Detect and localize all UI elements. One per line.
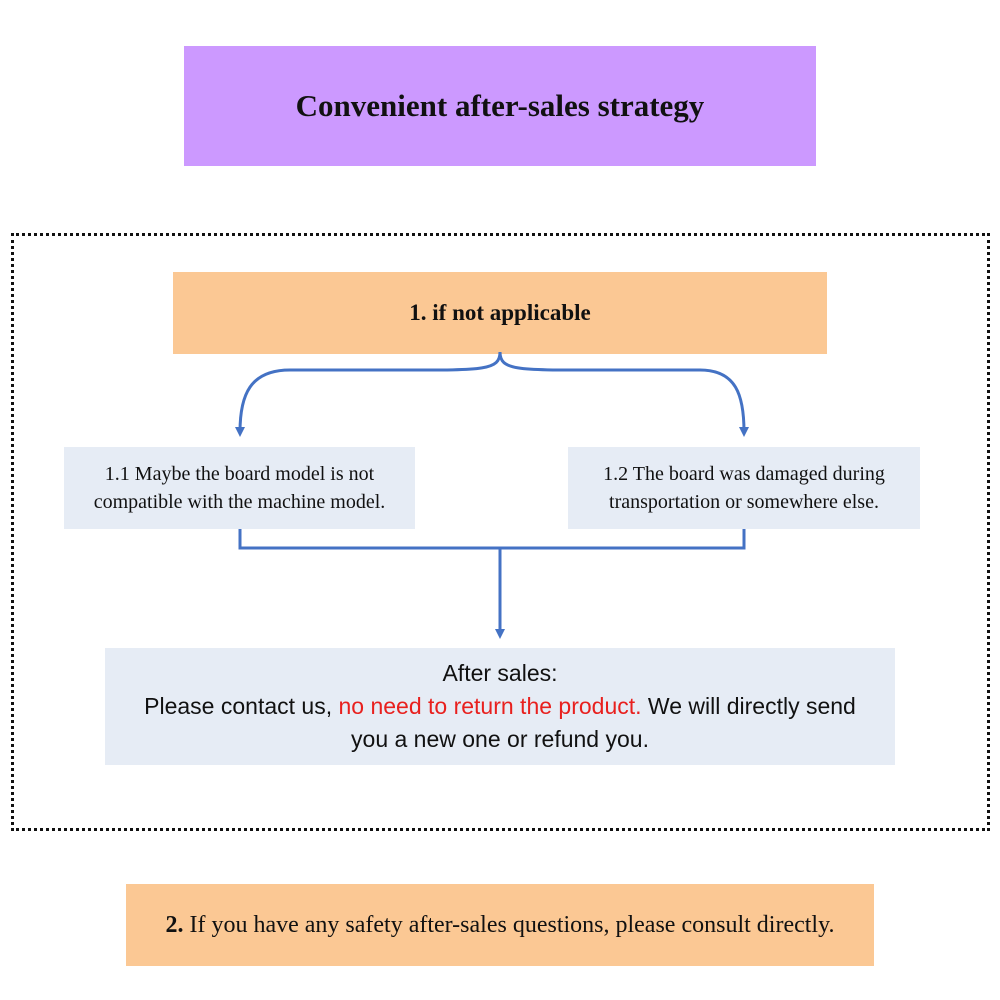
case-incompatible-line1: 1.1 Maybe the board model is not xyxy=(104,463,375,485)
case-damaged-line2: transportation or somewhere else. xyxy=(609,491,879,513)
case-box-damaged: 1.2 The board was damaged during transpo… xyxy=(568,447,920,529)
case-damaged-line1: 1.2 The board was damaged during xyxy=(603,463,885,485)
step2-box: 2.If you have any safety after-sales que… xyxy=(126,884,874,966)
after-sales-heading: After sales: xyxy=(442,660,558,686)
after-sales-highlight: no need to return the product. xyxy=(338,693,642,719)
after-sales-line3: you a new one or refund you. xyxy=(351,726,649,752)
step1-label: 1. if not applicable xyxy=(409,300,591,325)
step1-box: 1. if not applicable xyxy=(173,272,827,354)
case-box-incompatible: 1.1 Maybe the board model is not compati… xyxy=(64,447,415,529)
step2-number: 2. xyxy=(165,911,184,938)
after-sales-box: After sales: Please contact us, no need … xyxy=(105,648,895,765)
page-title: Convenient after-sales strategy xyxy=(295,88,705,123)
after-sales-text-after: We will directly send xyxy=(641,693,856,719)
after-sales-line2: Please contact us, no need to return the… xyxy=(144,690,856,723)
step1-dashed-frame xyxy=(11,233,990,831)
after-sales-text-before: Please contact us, xyxy=(144,693,339,719)
step2-text: If you have any safety after-sales quest… xyxy=(189,911,835,938)
step2-row: 2.If you have any safety after-sales que… xyxy=(165,912,834,939)
case-incompatible-line2: compatible with the machine model. xyxy=(93,491,386,513)
title-banner: Convenient after-sales strategy xyxy=(184,46,816,166)
